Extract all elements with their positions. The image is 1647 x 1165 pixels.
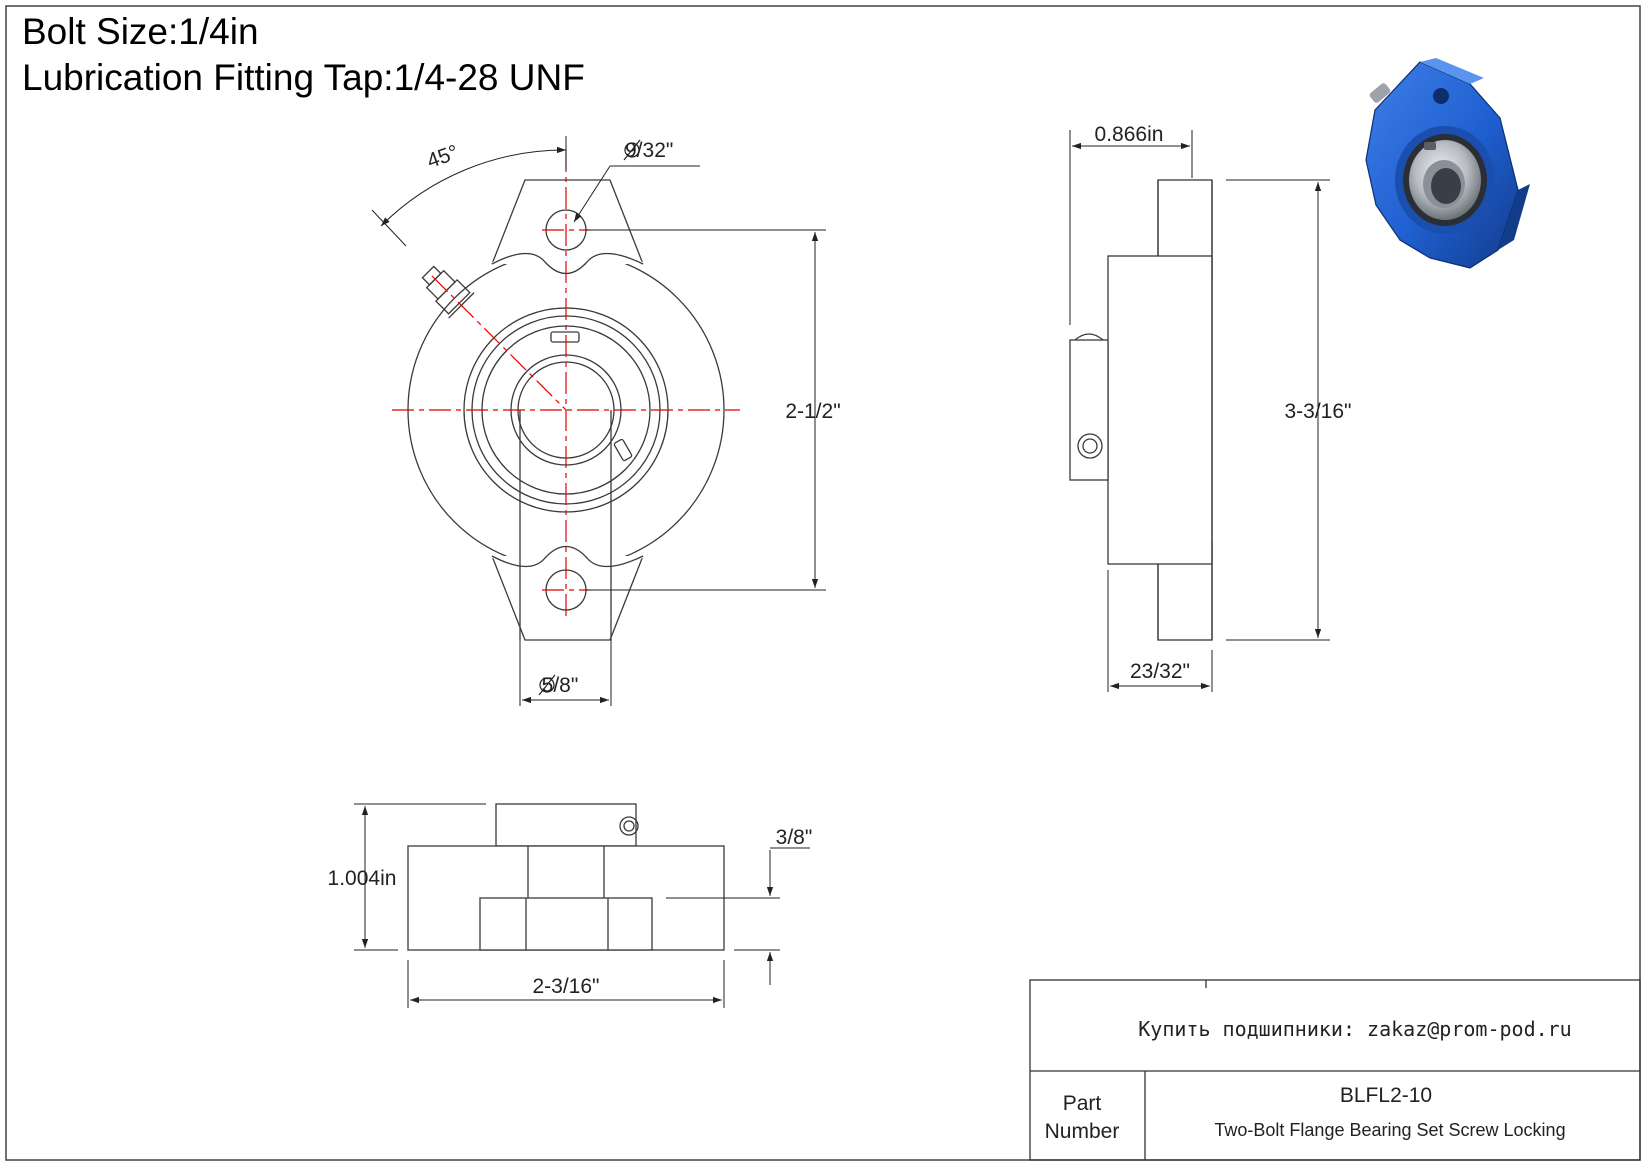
diameter-symbols (538, 139, 641, 696)
bolt-size-label: Bolt Size:1/4in (22, 11, 259, 52)
top-ear-neck (491, 252, 644, 275)
title-block (1029, 979, 1641, 1161)
number-label: Number (1045, 1120, 1120, 1143)
bottom-set-screw (619, 816, 639, 836)
overall-width-dimension: 2-3/16" (533, 975, 600, 998)
hole-spacing-dimension: 2-1/2" (785, 400, 840, 423)
bottom-dimensions (354, 803, 810, 1008)
buy-contact-line: Купить подшипники: zakaz@prom-pod.ru (1138, 1017, 1571, 1041)
side-thickness-dimension: 0.866in (1095, 123, 1164, 146)
part-description: Two-Bolt Flange Bearing Set Screw Lockin… (1214, 1120, 1565, 1140)
flange-thickness-dimension: 3/8" (776, 826, 813, 849)
set-screw (1077, 433, 1103, 459)
overall-height-dimension: 3-3/16" (1285, 400, 1352, 423)
front-centerlines (392, 150, 740, 620)
part-number: BLFL2-10 (1340, 1084, 1432, 1107)
bearing-3d-render (1365, 58, 1530, 269)
side-dimensions (1069, 130, 1330, 692)
side-view (1069, 179, 1213, 641)
lubrication-fitting-label: Lubrication Fitting Tap:1/4-28 UNF (22, 57, 585, 98)
bottom-ear (491, 555, 644, 641)
sheet-border (5, 5, 1641, 1161)
angle-dimension: 45° (424, 141, 462, 173)
front-dimensions (371, 136, 826, 706)
bottom-height-dimension: 1.004in (328, 867, 397, 890)
part-label: Part (1063, 1092, 1102, 1115)
top-ear (491, 179, 644, 265)
housing-body (1107, 255, 1213, 565)
bottom-view (407, 803, 725, 951)
base-thickness-dimension: 23/32" (1130, 660, 1190, 683)
collar (1069, 339, 1109, 481)
collar-profile (495, 803, 637, 847)
